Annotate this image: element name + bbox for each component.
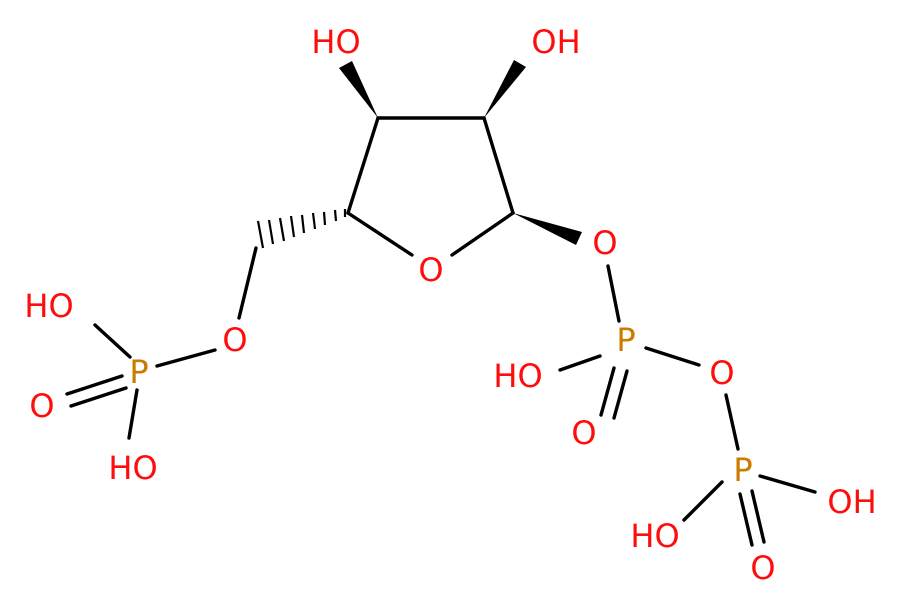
bond-p2-obridge bbox=[644, 346, 701, 367]
bond-p3-oh-left bbox=[682, 480, 724, 522]
atom-p1-oh-top: HO bbox=[24, 287, 73, 325]
bond-p2-oh bbox=[558, 354, 602, 372]
bond-oc1-p2 bbox=[606, 264, 621, 323]
bond-c1-oring bbox=[450, 211, 515, 257]
atom-labels: HO OH O O P HO O HO O P HO O O P OH HO O bbox=[24, 23, 876, 587]
atom-oh-c3: HO bbox=[311, 23, 360, 61]
atom-p2: P bbox=[616, 321, 635, 359]
bonds bbox=[65, 116, 817, 547]
bond-p3-oh-right bbox=[758, 474, 817, 494]
atom-p3: P bbox=[733, 451, 752, 489]
atom-p1: P bbox=[129, 353, 148, 391]
atom-p3-oh-left: HO bbox=[630, 517, 679, 555]
bond-p1-dbl-o-a bbox=[65, 374, 124, 396]
atom-o-ring: O bbox=[418, 251, 443, 289]
bond-c2-c1 bbox=[482, 116, 515, 215]
bond-c3-c4 bbox=[346, 116, 380, 215]
bond-p2-dbl-o-b bbox=[612, 369, 629, 420]
bond-p3-dbl-o-b bbox=[750, 489, 766, 544]
stereo-bonds bbox=[256, 60, 582, 249]
atom-p2-oh: HO bbox=[493, 357, 542, 395]
bond-p1-oh-bottom bbox=[127, 388, 139, 440]
atom-p2-dbl-o: O bbox=[571, 414, 596, 452]
atom-oh-c2: OH bbox=[531, 23, 580, 61]
atom-p3-oh-right: OH bbox=[827, 483, 876, 521]
atom-o-bridge: O bbox=[709, 354, 734, 392]
wedge-c3-oh bbox=[339, 61, 378, 118]
atom-p3-dbl-o: O bbox=[750, 549, 775, 587]
bond-p2-dbl-o-a bbox=[599, 366, 616, 417]
bond-p1-oh-top bbox=[93, 323, 132, 359]
wedge-c2-oh bbox=[484, 60, 526, 118]
bond-p3-dbl-o-a bbox=[738, 492, 754, 547]
bond-c4-oring bbox=[346, 211, 414, 257]
hash-c4-c5 bbox=[256, 209, 347, 249]
bond-p1-dbl-o-b bbox=[69, 386, 128, 408]
atom-o-c1: O bbox=[592, 224, 617, 262]
wedge-c1-o bbox=[513, 213, 582, 245]
bond-obridge-p3 bbox=[724, 393, 740, 451]
bond-o-p1 bbox=[155, 348, 217, 368]
atom-o-c5: O bbox=[222, 321, 247, 359]
bond-c5-o bbox=[237, 246, 258, 320]
atom-p1-dbl-o: O bbox=[29, 387, 54, 425]
atom-p1-oh-bottom: HO bbox=[108, 449, 157, 487]
